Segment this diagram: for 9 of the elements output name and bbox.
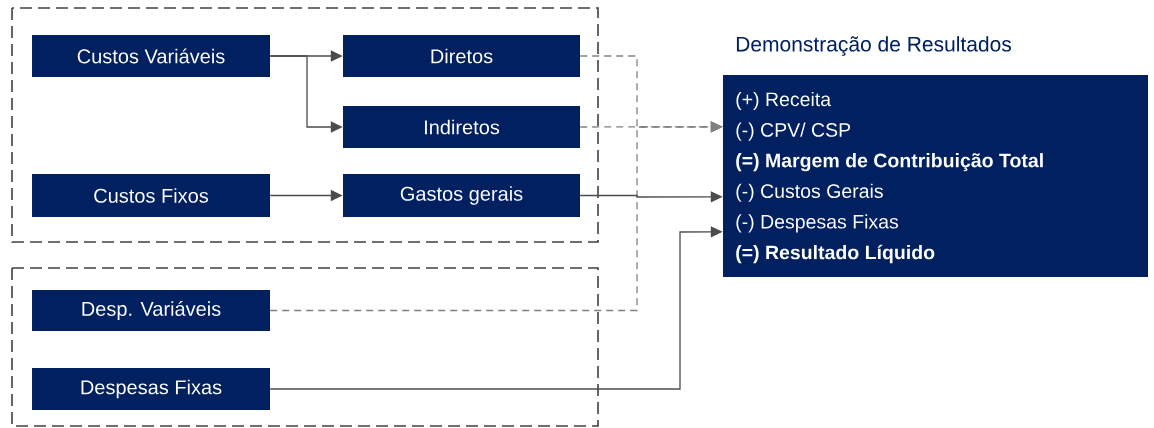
statement-box: Demonstração de Resultados (+) Receita (-) CPV/ CSP (=) Margem de Contribuição Total (-) Custos Gerais (-) Despesas Fixas (=) Resultado Líquido — [723, 36, 1148, 277]
process-box: Desp. Variáveis — [32, 290, 270, 331]
process-box: Gastos gerais — [343, 174, 580, 217]
process-box: Custos Fixos — [32, 174, 270, 217]
process-box: Diretos — [343, 35, 580, 77]
node-label: Demonstração de Resultados — [736, 36, 1012, 56]
process-box: Indiretos — [343, 106, 580, 148]
process-box: Despesas Fixas — [32, 368, 270, 410]
process-box: Custos Variáveis — [32, 35, 270, 77]
